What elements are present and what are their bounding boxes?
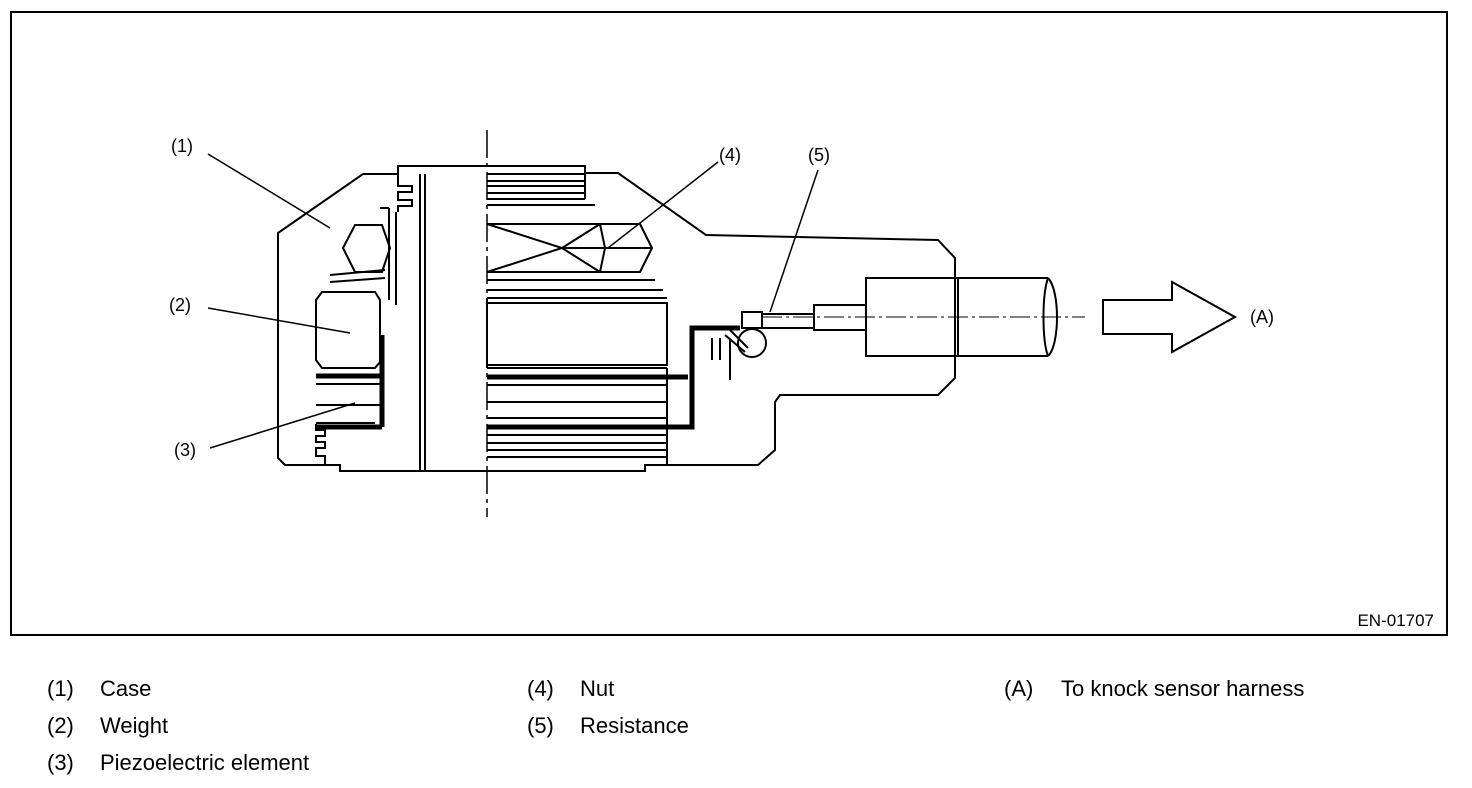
legend-text: Nut [580,676,615,701]
weight [315,291,668,369]
callout-a: (A) [1250,307,1274,327]
legend-number: (A) [1004,676,1034,701]
nut [341,223,654,273]
legend-number: (1) [47,676,74,701]
harness-connector [762,277,1085,357]
legend-text: Resistance [580,713,689,738]
harness-arrow [1102,280,1238,354]
legend-number: (2) [47,713,74,738]
legend-text: Weight [100,713,169,738]
thread-rings-bottom [315,368,668,465]
knock-sensor-diagram: (1) (2) (3) (4) (5) (A) EN-01707 [10,11,1448,636]
thread-rings-top [487,166,595,206]
resistance [711,311,815,380]
figure-frame [10,11,1448,636]
signal-wire [316,325,740,430]
legend-text: Case [100,676,152,701]
legend: (1) Case (2) Weight (3) Piezoelectric el… [0,674,1472,788]
legend-text: To knock sensor harness [1061,676,1305,701]
callout-1: (1) [171,136,193,156]
callout-2: (2) [169,295,191,315]
leader-lines [207,153,819,449]
figure-code: EN-01707 [1357,611,1434,630]
callout-5: (5) [808,145,830,165]
callout-4: (4) [719,145,741,165]
callout-3: (3) [174,440,196,460]
legend-number: (4) [527,676,554,701]
legend-number: (5) [527,713,554,738]
piezo-element [316,383,667,424]
legend-number: (3) [47,750,74,775]
washer [329,269,667,299]
legend-text: Piezoelectric element [100,750,310,775]
